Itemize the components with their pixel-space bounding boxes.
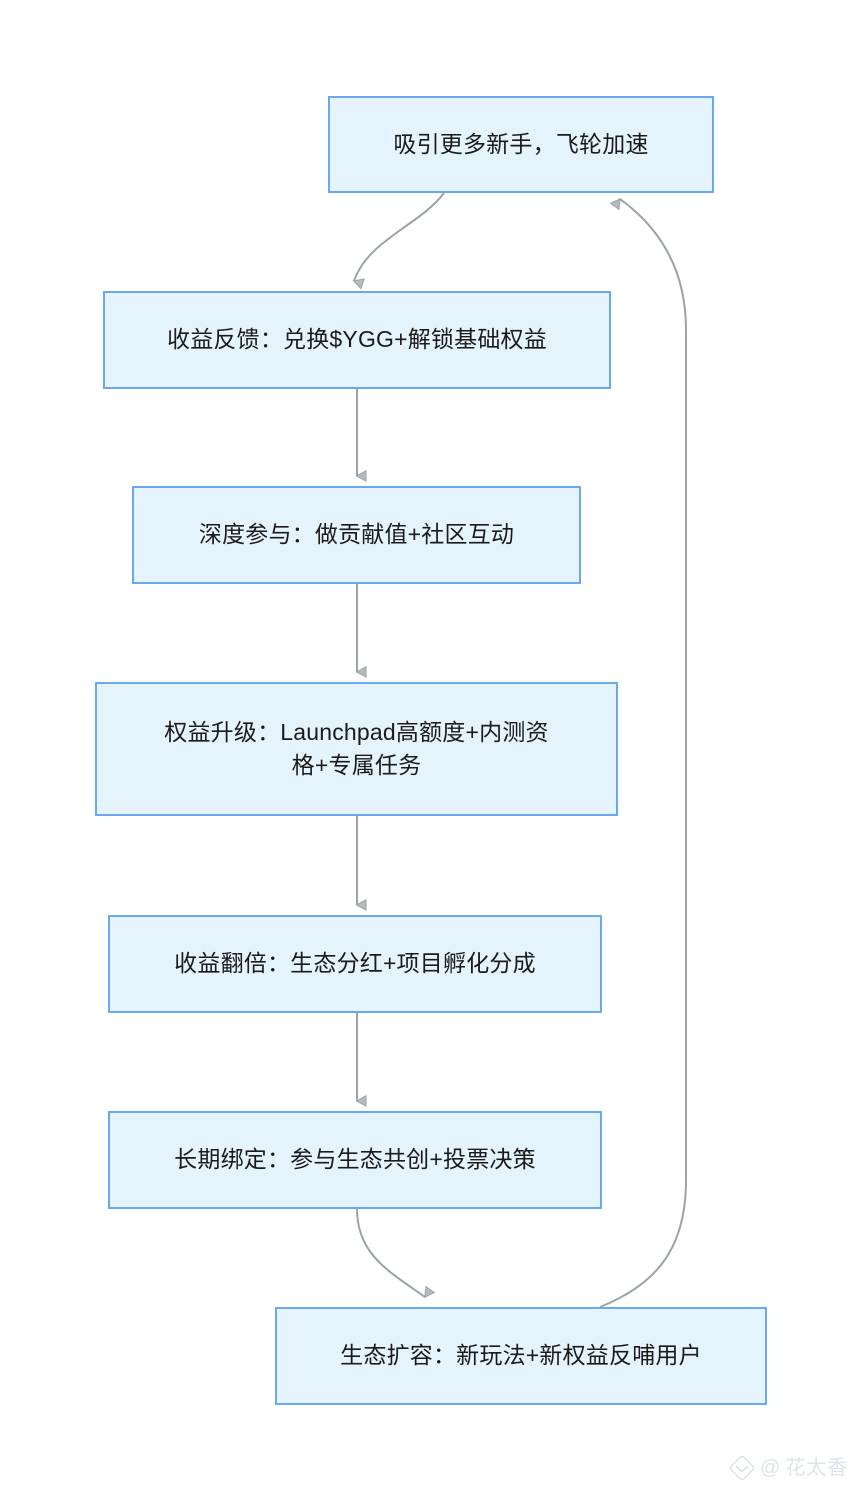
- watermark: @ 花太香: [729, 1455, 848, 1481]
- edge-n6-to-n7: [356, 1208, 425, 1297]
- node-label: 长期绑定：参与生态共创+投票决策: [174, 1146, 536, 1173]
- node-label: 权益升级：Launchpad高额度+内测资 格+专属任务: [164, 718, 549, 778]
- node-revenue-double[interactable]: 收益翻倍：生态分红+项目孵化分成: [108, 915, 602, 1013]
- node-deep-participation[interactable]: 深度参与：做贡献值+社区互动: [132, 486, 581, 584]
- edge-n1-to-n2: [354, 192, 445, 281]
- node-attract-newcomers[interactable]: 吸引更多新手，飞轮加速: [328, 96, 714, 193]
- node-label: 收益反馈：兑换$YGG+解锁基础权益: [167, 326, 547, 353]
- node-ecosystem-expansion[interactable]: 生态扩容：新玩法+新权益反哺用户: [275, 1307, 767, 1405]
- watermark-handle: 花太香: [785, 1457, 849, 1479]
- node-long-term-binding[interactable]: 长期绑定：参与生态共创+投票决策: [108, 1111, 602, 1209]
- node-label: 生态扩容：新玩法+新权益反哺用户: [340, 1342, 702, 1369]
- node-revenue-feedback[interactable]: 收益反馈：兑换$YGG+解锁基础权益: [103, 291, 611, 389]
- node-label: 深度参与：做贡献值+社区互动: [198, 521, 515, 548]
- at-symbol-icon: @: [760, 1457, 781, 1479]
- diamond-logo-icon: [729, 1455, 755, 1481]
- node-label: 吸引更多新手，飞轮加速: [393, 130, 649, 157]
- node-benefits-upgrade[interactable]: 权益升级：Launchpad高额度+内测资 格+专属任务: [95, 682, 618, 816]
- node-label: 收益翻倍：生态分红+项目孵化分成: [174, 950, 536, 977]
